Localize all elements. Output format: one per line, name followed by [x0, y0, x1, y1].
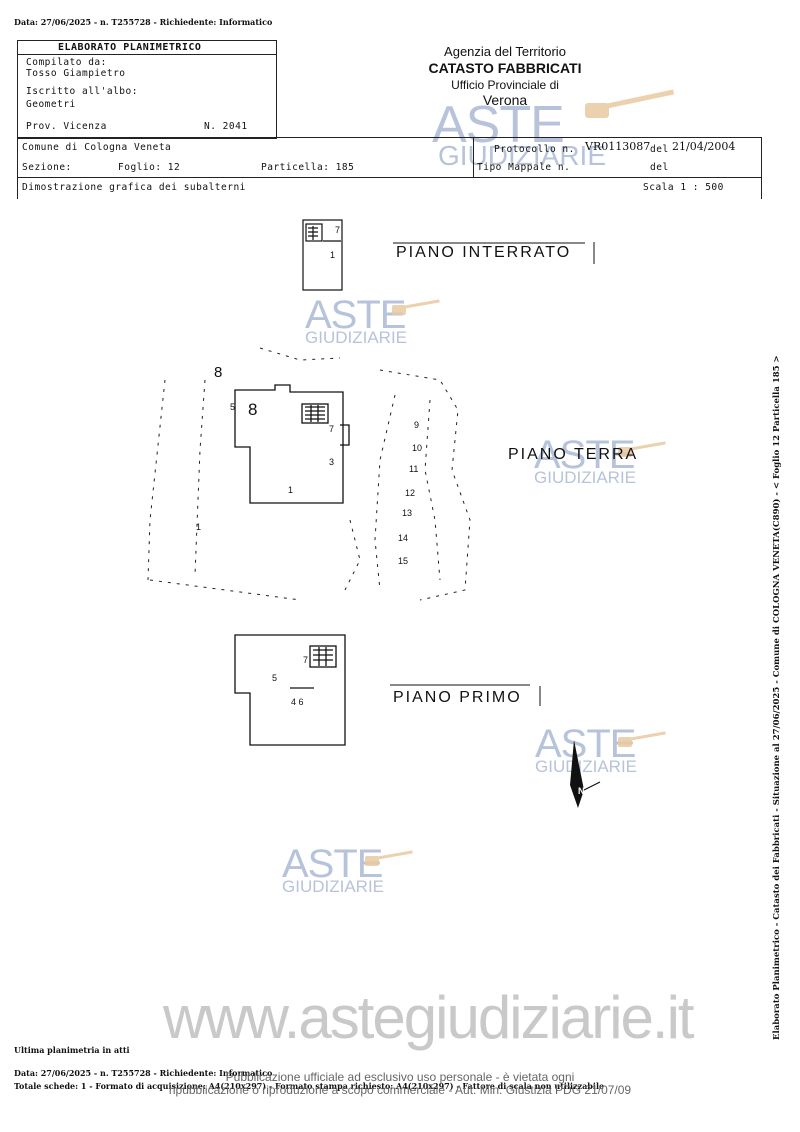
n-label: N. 2041: [204, 121, 248, 132]
footer-notice-2: ripubblicazione o riproduzione a scopo c…: [168, 1083, 632, 1097]
label-13: 13: [402, 508, 413, 518]
site-watermark: www.astegiudiziarie.it: [163, 984, 695, 1051]
particella: Particella: 185: [261, 162, 355, 173]
compilato-name: Tosso Giampietro: [26, 68, 126, 79]
row3-box: Dimostrazione grafica dei subalterni Sca…: [17, 177, 762, 199]
bottom-line1: Data: 27/06/2025 - n. T255728 - Richiede…: [14, 1068, 273, 1078]
hammer-icon: [365, 89, 675, 866]
label-46: 4 6: [291, 697, 304, 707]
compilato-label: Compilato da:: [26, 57, 107, 68]
label-5b: 5: [272, 673, 278, 683]
label-7a: 7: [335, 225, 341, 235]
agency-line4: Verona: [482, 92, 528, 108]
watermark-1: ASTE GIUDIZIARIE: [305, 293, 408, 347]
floor-label-primo: PIANO PRIMO: [393, 689, 522, 706]
header-watermark-aste: ASTE: [432, 96, 565, 154]
prov-label: Prov. Vicenza: [26, 121, 107, 132]
iscritto-value: Geometri: [26, 99, 76, 110]
label-7b: 7: [329, 424, 335, 434]
foglio: Foglio: 12: [118, 162, 181, 173]
label-12: 12: [405, 488, 416, 498]
label-10: 10: [412, 443, 423, 453]
floor-label-interrato: PIANO INTERRATO: [396, 244, 572, 261]
protocollo-value: VR0113087: [585, 140, 651, 153]
label-8a: 8: [214, 364, 223, 381]
label-9: 9: [414, 420, 420, 430]
label-14: 14: [398, 533, 409, 543]
sezione: Sezione:: [22, 162, 72, 173]
side-text: Elaborato Planimetrico - Catasto dei Fab…: [772, 355, 782, 1040]
bottom-line2: Totale schede: 1 - Formato di acquisizio…: [14, 1081, 605, 1091]
label-11: 11: [409, 464, 419, 474]
label-8b: 8: [248, 400, 258, 419]
header-watermark-giudiziarie: GIUDIZIARIE: [438, 140, 607, 171]
interrato-plan: [302, 219, 343, 291]
label-1c: 1: [196, 522, 202, 532]
label-1b: 1: [288, 485, 294, 495]
label-15: 15: [398, 556, 409, 566]
agency-line2: CATASTO FABBRICATI: [428, 60, 582, 76]
elaborato-title: ELABORATO PLANIMETRICO: [58, 42, 202, 53]
agency-block: Agenzia del Territorio CATASTO FABBRICAT…: [275, 44, 735, 108]
floor-label-terra: PIANO TERRA: [508, 446, 639, 463]
protocollo-label: Protocollo n.: [494, 144, 575, 155]
iscritto-label: Iscritto all'albo:: [26, 86, 138, 97]
primo-plan: [234, 634, 346, 746]
scala: Scala 1 : 500: [643, 182, 724, 193]
top-info-line: Data: 27/06/2025 - n. T255728 - Richiede…: [14, 17, 273, 27]
agency-line1: Agenzia del Territorio: [444, 44, 566, 59]
label-7c: 7: [303, 655, 309, 665]
north-label: N: [578, 786, 585, 796]
comune: Comune di Cologna Veneta: [22, 142, 172, 153]
del-value: 21/04/2004: [672, 140, 736, 153]
terra-plan: [234, 384, 350, 504]
north-arrow-icon: [570, 740, 601, 808]
del2-label: del: [650, 162, 669, 173]
del-label: del: [650, 144, 669, 155]
footer-notice: Pubblicazione ufficiale ad esclusivo uso…: [150, 1071, 650, 1097]
label-1a: 1: [330, 250, 336, 260]
row2-box: Comune di Cologna Veneta Sezione: Foglio…: [17, 137, 762, 178]
dimostrazione: Dimostrazione grafica dei subalterni: [22, 182, 246, 193]
footer-notice-1: Pubblicazione ufficiale ad esclusivo uso…: [225, 1070, 575, 1084]
watermark-4: ASTE GIUDIZIARIE: [282, 842, 385, 896]
tipo-label: Tipo Mappale n.: [477, 162, 571, 173]
ultima-planimetria: Ultima planimetria in atti: [14, 1045, 130, 1055]
label-3: 3: [329, 457, 335, 467]
label-5a: 5: [230, 402, 236, 412]
terra-lots: [147, 347, 471, 601]
elaborato-box: ELABORATO PLANIMETRICO Compilato da: Tos…: [17, 40, 277, 139]
agency-line3: Ufficio Provinciale di: [451, 78, 559, 92]
